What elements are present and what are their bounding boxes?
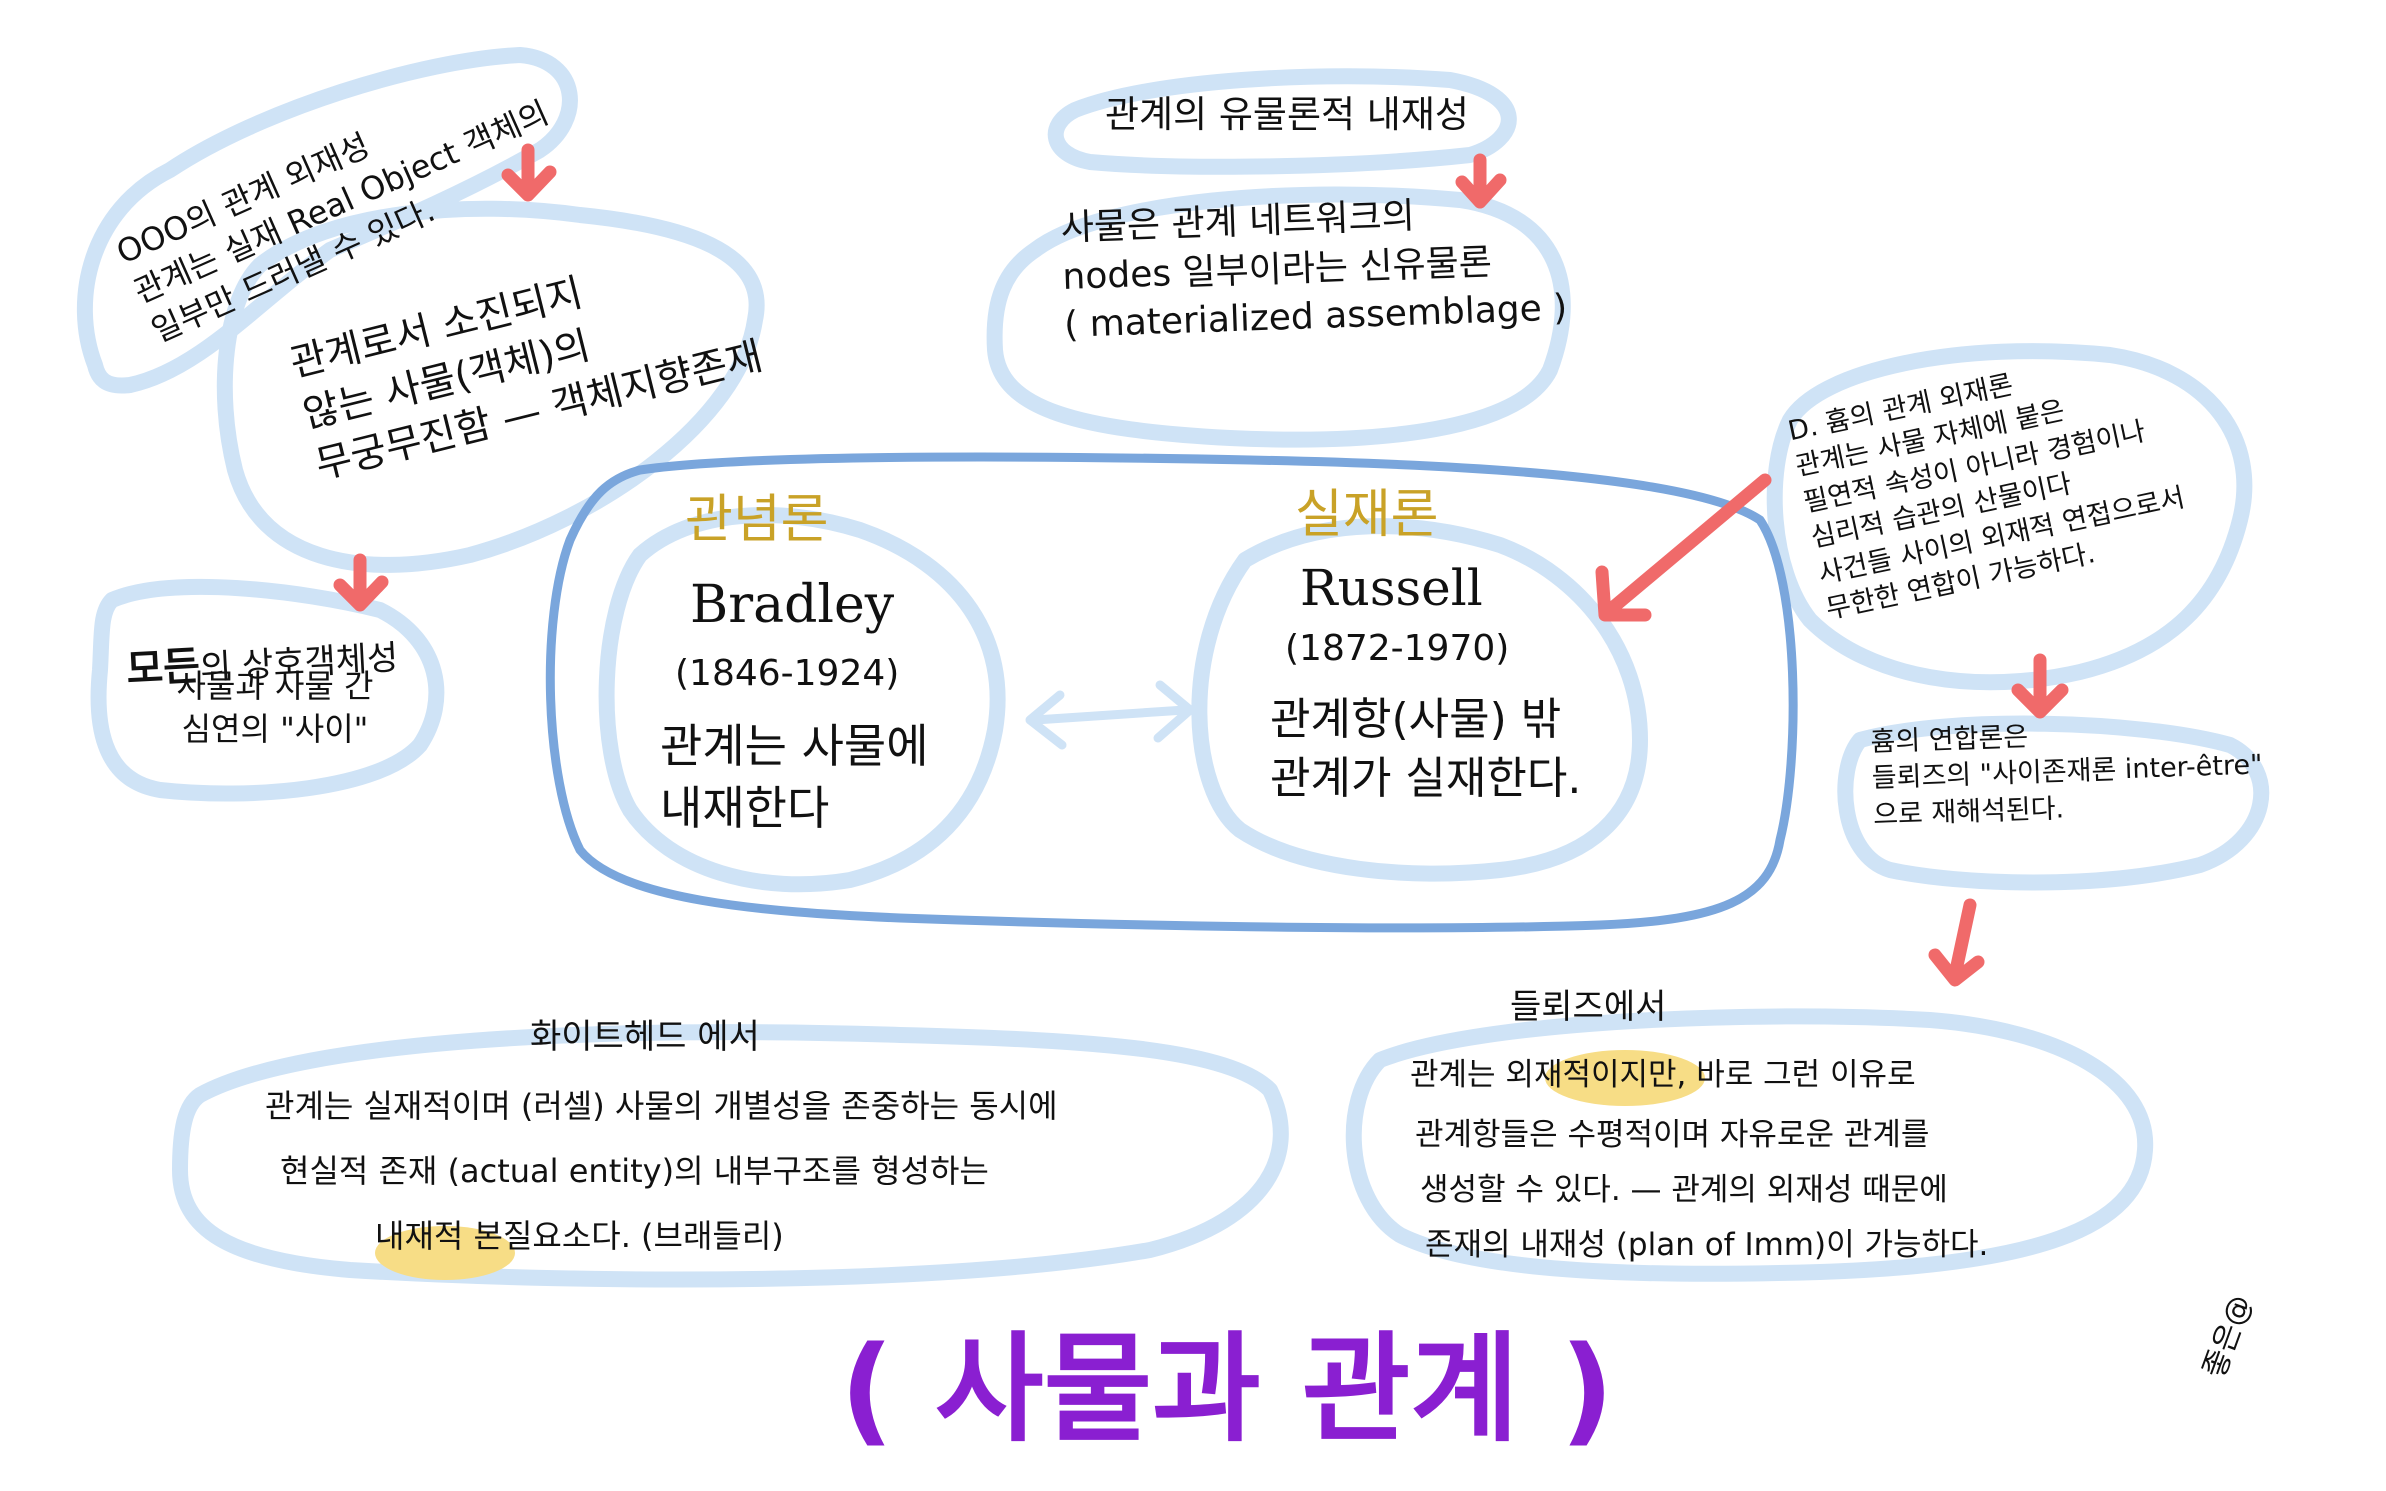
realism-name: Russell <box>1300 559 1483 617</box>
deleuze-title: 들뢰즈에서 <box>1510 987 1667 1027</box>
deleuze-line1-pre: 관계는 <box>1410 1057 1506 1093</box>
arrow-hume-to-assoc <box>2011 653 2069 719</box>
materialism-note: 관계의 유물론적 내재성 <box>1105 93 1469 136</box>
highlight-immanent <box>375 1226 515 1280</box>
arrow-ooo-to-withdrawn <box>501 143 557 202</box>
whitehead-line2: 현실적 존재 (actual entity)의 내부구조를 형성하는 <box>280 1152 989 1190</box>
deleuze-bubble <box>1345 1008 2154 1282</box>
idealism-name: Bradley <box>690 575 895 635</box>
whitehead-line1: 관계는 실재적이며 (러셀) 사물의 개별성을 존중하는 동시에 <box>265 1087 1058 1125</box>
materialism-bubble <box>1047 68 1517 175</box>
deleuze-line1-post: 이지만, 바로 그런 이유로 <box>1590 1057 1916 1093</box>
arrow-assoc-to-deleuze <box>1928 898 1985 987</box>
whitehead-bubble <box>172 1024 1289 1288</box>
idealism-label: 관념론 <box>685 490 829 550</box>
central-oval <box>545 452 1798 933</box>
hume-assoc-bubble <box>1837 715 2270 891</box>
highlight-external <box>1545 1050 1705 1106</box>
whitehead-line3: 내재적 본질요소다. (브래들리) <box>375 1215 784 1258</box>
withdrawn-bubble <box>216 200 765 573</box>
realism-bubble <box>1191 518 1648 882</box>
main-title: ( 사물과 관계 ) <box>840 1320 1614 1458</box>
arrow-materialism-to-network <box>1455 153 1507 209</box>
whitehead-title: 화이트헤드 에서 <box>530 1017 760 1057</box>
idealism-years: (1846-1924) <box>675 653 900 694</box>
arrow-withdrawn-to-mutual <box>333 553 389 612</box>
deleuze-line4: 존재의 내재성 (plan of Imm)이 가능하다. <box>1425 1227 1989 1263</box>
network-note: 사물은 관계 네트워크의 nodes 일부이라는 신유물론 ( material… <box>1060 195 1568 347</box>
deleuze-highlight: 외재적 <box>1505 1057 1591 1093</box>
deleuze-line2: 관계항들은 수평적이며 자유로운 관계를 <box>1415 1117 1930 1153</box>
realism-claim: 관계항(사물) 밖 관계가 실재한다. <box>1270 694 1582 805</box>
network-bubble <box>986 186 1571 448</box>
whitehead-line3-rest: 본질요소다. (브래들리) <box>463 1217 784 1255</box>
deleuze-line1: 관계는 외재적이지만, 바로 그런 이유로 <box>1410 1055 1916 1097</box>
realism-label: 실재론 <box>1295 485 1439 545</box>
ooo-bubble <box>76 47 578 394</box>
arrow-hume-to-realism <box>1595 473 1772 622</box>
hume-bubble <box>1766 343 2253 691</box>
all-mutual-body: 사물과 사물 간 심연의 "사이" <box>176 667 374 749</box>
idealism-claim: 관계는 사물에 내재한다 <box>660 719 929 836</box>
deleuze-line3: 생성할 수 있다. — 관계의 외재성 때문에 <box>1420 1172 1948 1208</box>
whitehead-highlight: 내재적 <box>375 1217 464 1255</box>
realism-years: (1872-1970) <box>1285 628 1510 669</box>
hume-assoc-note: 흄의 연합론은 들뢰즈의 "사이존재론 inter-être" 으로 재해석된다… <box>1870 721 2263 831</box>
all-mutual-bubble <box>90 578 445 802</box>
idealism-bubble <box>598 507 1006 893</box>
double-arrow <box>1025 680 1195 750</box>
